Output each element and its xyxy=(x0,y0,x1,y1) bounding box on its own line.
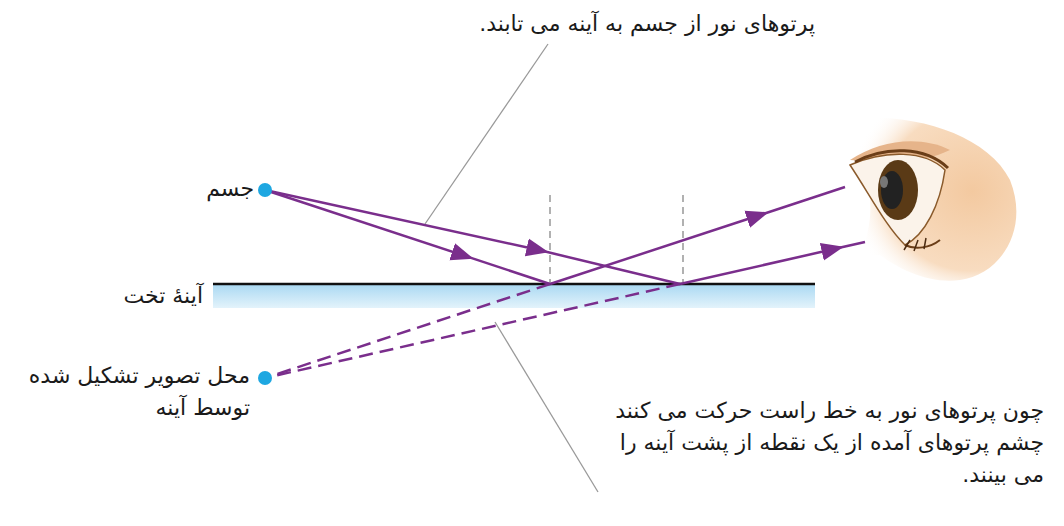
mirror-surface xyxy=(213,283,815,286)
leader-line xyxy=(425,44,548,224)
image-label: محل تصویر تشکیل شده توسط آینه xyxy=(10,360,250,424)
normal-line xyxy=(549,195,550,282)
mirror-glass xyxy=(213,284,815,308)
leader-line xyxy=(495,322,598,492)
image-dot xyxy=(258,371,272,385)
normal-line xyxy=(682,195,683,282)
mirror-label: آینهٔ تخت xyxy=(23,280,203,312)
object-dot xyxy=(258,183,272,197)
explanation-note: چون پرتوهای نور به خط راست حرکت می کنند … xyxy=(614,395,1044,491)
eye-figure xyxy=(840,118,1016,281)
light-ray xyxy=(265,187,865,378)
object-label: جسم xyxy=(134,173,254,205)
callout-note: پرتوهای نور از جسم به آینه می تابند. xyxy=(345,8,815,40)
